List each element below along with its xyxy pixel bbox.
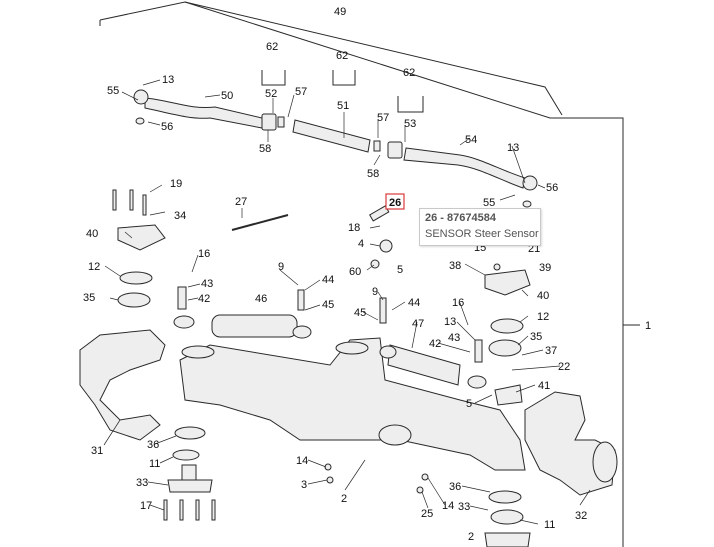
callout: 11 — [149, 458, 160, 470]
callout: 2 — [341, 493, 347, 505]
callout: 14 — [296, 455, 308, 467]
callout: 38 — [449, 260, 461, 272]
callout: 12 — [88, 261, 100, 273]
callout: 62 — [266, 41, 278, 53]
bracket-1-line — [184, 1, 624, 547]
callout: 40 — [537, 290, 549, 302]
callout: 45 — [322, 299, 334, 311]
callout: 54 — [465, 134, 477, 146]
callout: 16 — [452, 297, 464, 309]
callout: 62 — [403, 67, 415, 79]
callout: 62 — [336, 50, 348, 62]
callout: 55 — [483, 197, 495, 209]
callout: 56 — [161, 121, 173, 133]
part-tooltip: 26 - 87674584 SENSOR Steer Sensor — [419, 208, 541, 246]
callout: 42 — [429, 338, 441, 350]
callout: 58 — [259, 143, 271, 155]
callout: 11 — [544, 519, 555, 531]
callout: 34 — [174, 210, 186, 222]
callout: 35 — [530, 331, 542, 343]
tooltip-description: SENSOR Steer Sensor — [425, 228, 539, 240]
callout: 22 — [558, 361, 570, 373]
callout: 44 — [408, 297, 420, 309]
callout: 18 — [348, 222, 360, 234]
callout: 5 — [466, 398, 472, 410]
tooltip-title: 26 - 87674584 — [425, 212, 496, 224]
callout: 31 — [91, 445, 103, 457]
callout: 3 — [301, 479, 307, 491]
callout: 33 — [136, 477, 148, 489]
callout: 1 — [645, 320, 651, 332]
callout: 17 — [140, 500, 152, 512]
callout: 14 — [442, 500, 454, 512]
callout: 36 — [147, 439, 159, 451]
callout: 43 — [201, 278, 213, 290]
callout: 4 — [358, 238, 364, 250]
tie-rod-assembly — [133, 89, 538, 208]
callout: 39 — [539, 262, 551, 274]
callout: 60 — [349, 266, 361, 278]
callout: 27 — [235, 196, 247, 208]
axle-housing — [173, 314, 526, 471]
callout: 19 — [170, 178, 182, 190]
callout: 9 — [372, 286, 378, 298]
callout: 40 — [86, 228, 98, 240]
left-hub-parts — [79, 214, 289, 493]
callout: 26 — [389, 197, 401, 209]
callout-labels: 49 62 62 62 13 55 50 52 57 51 57 53 54 5… — [83, 6, 651, 543]
callout: 21 — [528, 243, 540, 255]
callout: 55 — [107, 85, 119, 97]
bracket-49-line — [99, 1, 563, 116]
callout: 51 — [337, 100, 349, 112]
callout: 9 — [278, 261, 284, 273]
callout: 41 — [538, 380, 550, 392]
callout: 36 — [449, 481, 461, 493]
hardware — [112, 189, 501, 521]
callout: 25 — [421, 508, 433, 520]
callout: 2 — [468, 531, 474, 543]
callout: 16 — [198, 248, 210, 260]
callout: 46 — [255, 293, 267, 305]
callout: 57 — [295, 86, 307, 98]
callout: 13 — [444, 316, 456, 328]
callout: 32 — [575, 510, 587, 522]
callout: 47 — [412, 318, 424, 330]
callout: 53 — [404, 118, 416, 130]
callout: 42 — [198, 293, 210, 305]
callout: 58 — [367, 168, 379, 180]
callout: 33 — [458, 501, 470, 513]
callout: 52 — [265, 88, 277, 100]
callout: 12 — [537, 311, 549, 323]
callout: 44 — [322, 274, 334, 286]
callout: 43 — [448, 332, 460, 344]
callout: 57 — [377, 112, 389, 124]
callout: 13 — [162, 74, 174, 86]
right-hub-parts — [484, 269, 618, 547]
callout: 5 — [397, 264, 403, 276]
callout-26-selected[interactable]: 26 — [385, 193, 405, 210]
leader-lines — [103, 79, 591, 525]
callout: 13 — [507, 142, 519, 154]
callout: 37 — [545, 345, 557, 357]
callout: 35 — [83, 292, 95, 304]
callout: 45 — [354, 307, 366, 319]
callout: 49 — [334, 6, 346, 18]
callout: 50 — [221, 90, 233, 102]
callout: 56 — [546, 182, 558, 194]
